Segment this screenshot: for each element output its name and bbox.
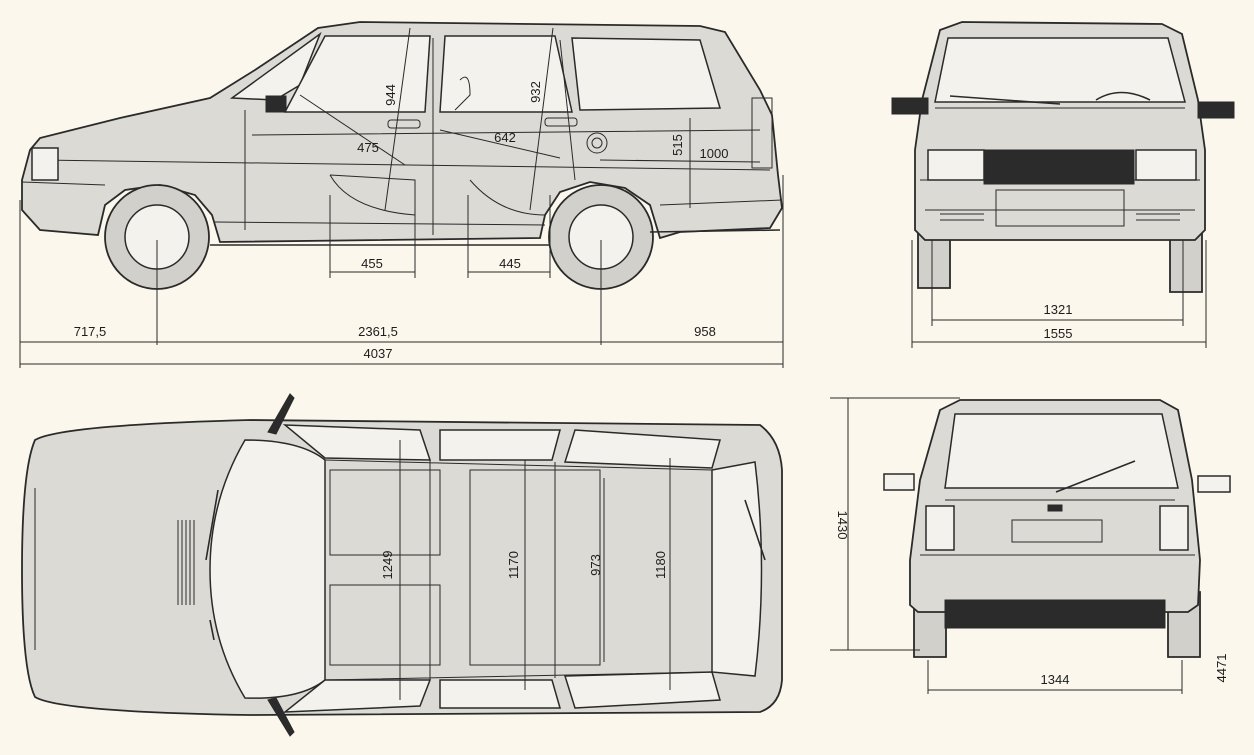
side-view: 944 932 475 642 515 1000 455 445 717,5 2… xyxy=(19,21,784,368)
dim-boot-width: 1180 xyxy=(653,551,668,579)
front-windscreen xyxy=(934,37,1186,103)
rear-window xyxy=(944,413,1179,489)
door-handle-icon xyxy=(544,117,578,127)
dim-front-legroom: 475 xyxy=(357,140,379,155)
fuel-cap-icon xyxy=(586,132,608,154)
dim-rear-track: 1344 xyxy=(1041,672,1070,687)
mirror-right-icon xyxy=(1197,101,1235,119)
dim-rear-headroom: 932 xyxy=(528,81,543,103)
front-headlamp-right xyxy=(1135,149,1197,181)
dim-rear-interior-width: 1170 xyxy=(506,551,521,579)
dim-overall-width: 1555 xyxy=(1044,326,1073,341)
drawing-number: 4471 xyxy=(1214,654,1229,683)
top-body xyxy=(21,419,783,716)
mirror-top-left-icon xyxy=(267,393,295,435)
dim-front-headroom: 944 xyxy=(383,84,398,106)
tail-lamp-left xyxy=(925,505,955,551)
side-window-rear xyxy=(439,35,573,113)
mirror-rear-left-icon xyxy=(883,473,915,491)
dim-front-interior-width: 1249 xyxy=(380,551,395,580)
rear-bumper-shadow xyxy=(944,599,1166,629)
bonnet-vent xyxy=(177,520,195,605)
dim-load-sill: 515 xyxy=(670,134,685,156)
dim-overall-length: 4037 xyxy=(364,346,393,361)
tail-lamp-right xyxy=(1159,505,1189,551)
rear-view: 1430 1344 4471 xyxy=(830,397,1231,694)
mirror-rear-right-icon xyxy=(1197,475,1231,493)
front-view: 1321 1555 xyxy=(891,21,1235,348)
dim-front-track: 1321 xyxy=(1044,302,1073,317)
top-rear-window xyxy=(711,461,763,677)
dim-front-seat: 455 xyxy=(361,256,383,271)
number-plate xyxy=(1011,519,1103,543)
dim-rear-seat: 445 xyxy=(499,256,521,271)
door-handle-icon xyxy=(387,119,421,129)
dim-rear-overhang: 958 xyxy=(694,324,716,339)
front-grille xyxy=(983,149,1135,185)
dim-wheelarch-width: 973 xyxy=(588,554,603,576)
dim-rear-legroom: 642 xyxy=(494,130,516,145)
dim-height: 1430 xyxy=(835,511,850,540)
dim-front-overhang: 717,5 xyxy=(74,324,107,339)
top-view: 1249 1170 973 1180 xyxy=(21,393,783,737)
front-headlamp-left xyxy=(927,149,985,181)
top-windscreen xyxy=(209,439,326,699)
side-mirror-icon xyxy=(265,95,287,113)
side-window-front xyxy=(283,35,431,113)
dim-wheelbase: 2361,5 xyxy=(358,324,398,339)
mirror-top-right-icon xyxy=(267,697,295,737)
mirror-left-icon xyxy=(891,97,929,115)
side-window-quarter xyxy=(571,37,721,111)
rear-wiper-icon xyxy=(1055,460,1136,493)
dim-load-height: 1000 xyxy=(700,146,729,161)
